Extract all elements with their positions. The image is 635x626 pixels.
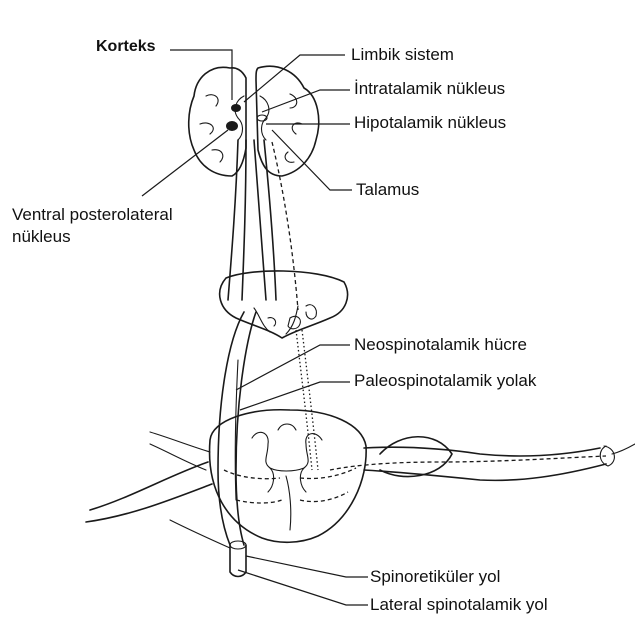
leader-lines: [142, 50, 368, 605]
label-neospinotalamik-hucre: Neospinotalamik hücre: [354, 336, 527, 354]
brainstem-section: [220, 271, 348, 338]
label-ventral-posterolateral: Ventral posterolateral: [12, 206, 173, 224]
label-intratalamik-nukleus: İntratalamik nükleus: [354, 80, 505, 98]
label-paleospinotalamik-yolak: Paleospinotalamik yolak: [354, 372, 536, 390]
label-korteks: Korteks: [96, 38, 156, 56]
label-hipotalamik-nukleus: Hipotalamik nükleus: [354, 114, 506, 132]
label-limbik-sistem: Limbik sistem: [351, 46, 454, 64]
label-lateral-spinotalamik-yol: Lateral spinotalamik yol: [370, 596, 548, 614]
brain-outline: [189, 66, 319, 176]
tract-column: [218, 312, 318, 545]
spinal-nerves: [86, 432, 635, 548]
label-ventral-nukleus: nükleus: [12, 228, 71, 246]
label-spinoretikuler-yol: Spinoretiküler yol: [370, 568, 500, 586]
spinal-cord-section: [210, 410, 367, 542]
cord-stump: [230, 541, 246, 577]
label-talamus: Talamus: [356, 181, 419, 199]
